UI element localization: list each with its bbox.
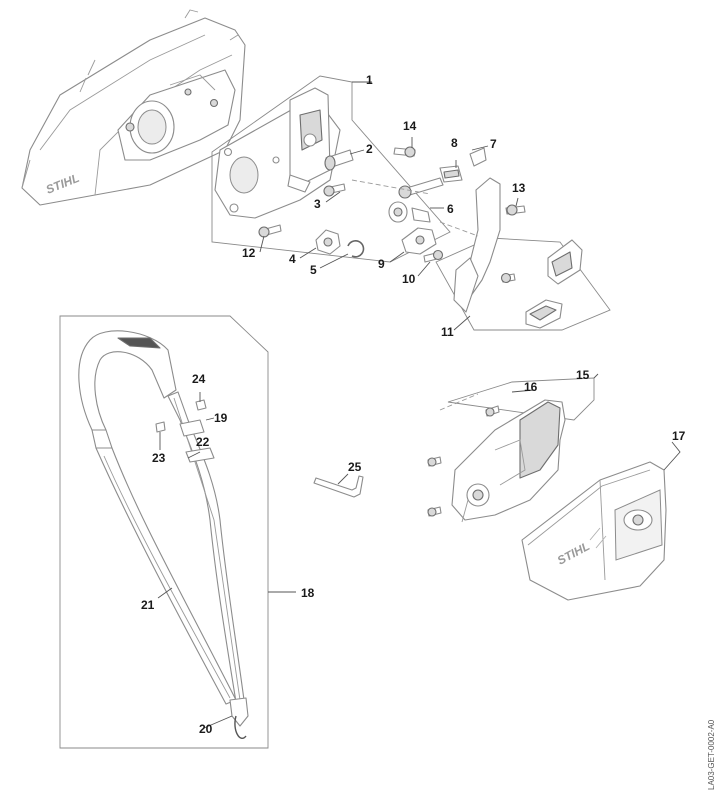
callout-25: 25 xyxy=(348,460,362,474)
buckle-part-24 xyxy=(195,399,207,411)
screw-part-13 xyxy=(505,204,526,216)
callout-18: 18 xyxy=(301,586,315,600)
drawing-id: LA03-GET-0002-A0 xyxy=(707,719,716,790)
construction-line-b xyxy=(439,221,479,237)
harness-strap xyxy=(78,330,249,739)
callout-labels: 1 2 3 4 5 6 7 8 9 10 11 12 13 14 15 16 1… xyxy=(141,73,686,736)
callout-9: 9 xyxy=(378,257,385,271)
frame-part-18 xyxy=(59,315,269,749)
callout-2: 2 xyxy=(366,142,373,156)
callout-4: 4 xyxy=(289,252,296,266)
callout-5: 5 xyxy=(310,263,317,277)
leader-lines xyxy=(157,81,681,729)
construction-line-a xyxy=(351,179,431,195)
screw-part-12 xyxy=(258,224,282,238)
sprocket-cover-17: STIHL xyxy=(521,461,667,601)
screw-part-3 xyxy=(323,183,346,197)
frame-part-15 xyxy=(447,377,595,421)
screw-part-16 xyxy=(427,405,500,517)
bolt-part-2 xyxy=(324,149,354,171)
callout-13: 13 xyxy=(512,181,526,195)
callout-24: 24 xyxy=(192,372,206,386)
clip-part-23 xyxy=(155,421,166,433)
callout-15: 15 xyxy=(576,368,590,382)
clip-part-5 xyxy=(347,240,365,258)
callout-14: 14 xyxy=(403,119,417,133)
construction-line-c xyxy=(439,393,479,411)
callout-23: 23 xyxy=(152,451,166,465)
callout-19: 19 xyxy=(214,411,228,425)
callout-8: 8 xyxy=(451,136,458,150)
callout-20: 20 xyxy=(199,722,213,736)
part-9 xyxy=(401,227,437,255)
nut-part-4 xyxy=(315,229,341,255)
frame-part-1 xyxy=(211,75,451,263)
screw-part-10 xyxy=(423,249,444,263)
lever-part-11 xyxy=(453,177,583,329)
callout-1: 1 xyxy=(366,73,373,87)
callout-6: 6 xyxy=(447,202,454,216)
callout-12: 12 xyxy=(242,246,256,260)
callout-10: 10 xyxy=(402,272,416,286)
part-8 xyxy=(439,165,463,183)
callout-7: 7 xyxy=(490,137,497,151)
callout-11: 11 xyxy=(441,325,454,339)
screw-part-14 xyxy=(393,146,416,158)
sprocket-cover-base xyxy=(451,399,566,523)
part-6-assembly xyxy=(388,177,444,223)
engine-housing: STIHL xyxy=(21,9,246,206)
callout-21: 21 xyxy=(141,598,155,612)
callout-22: 22 xyxy=(196,435,210,449)
part-7 xyxy=(469,147,487,167)
callout-3: 3 xyxy=(314,197,321,211)
callout-17: 17 xyxy=(672,429,686,443)
callout-16: 16 xyxy=(524,380,538,394)
hex-key-25 xyxy=(313,475,364,498)
chain-catcher-plate xyxy=(214,87,341,219)
